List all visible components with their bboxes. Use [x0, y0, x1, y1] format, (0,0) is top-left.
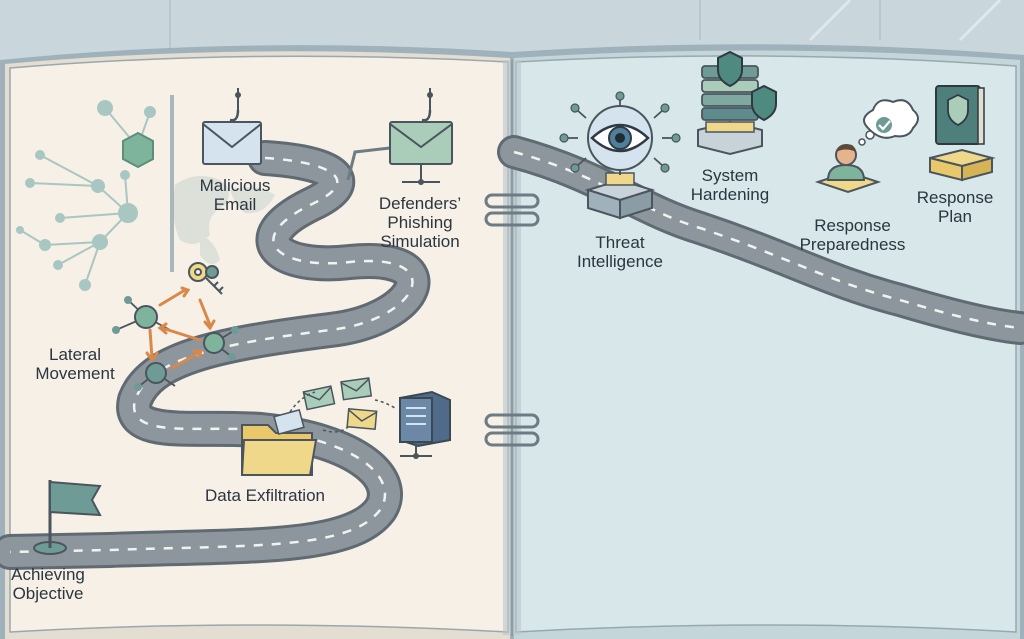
server-icon — [399, 390, 451, 459]
label-data-exfiltration: Data Exfiltration — [205, 486, 325, 505]
world-map-backdrop — [173, 176, 275, 264]
label-defenders-phishing-simulation: Defenders’ Phishing Simulation — [378, 194, 462, 251]
exfiltrated-envelope-icons — [289, 377, 396, 433]
layered-stack-shield-icon — [697, 50, 777, 156]
phishing-simulation-envelope-icon — [389, 88, 453, 185]
label-system-hardening: System Hardening — [690, 166, 770, 204]
network-nodes-icon — [16, 100, 156, 291]
binder-ring-top — [484, 193, 540, 227]
binder-ring-bottom — [484, 413, 540, 447]
phishing-hook-envelope-icon — [202, 88, 262, 165]
label-response-plan: Response Plan — [916, 188, 994, 226]
label-achieving-objective: Achieving Objective — [11, 565, 85, 603]
flag-icon — [33, 480, 102, 555]
label-threat-intelligence: Threat Intelligence — [576, 233, 663, 271]
label-lateral-movement: Lateral Movement — [35, 345, 115, 383]
shield-book-icon — [929, 85, 996, 182]
key-icon — [188, 262, 224, 295]
folder-icon — [240, 409, 318, 476]
label-response-preparedness: Response Preparedness — [799, 216, 906, 254]
lateral-movement-network-icon — [112, 286, 239, 391]
label-malicious-email: Malicious Email — [199, 176, 271, 214]
person-thinking-icon — [814, 99, 919, 194]
eye-icon — [559, 91, 681, 220]
